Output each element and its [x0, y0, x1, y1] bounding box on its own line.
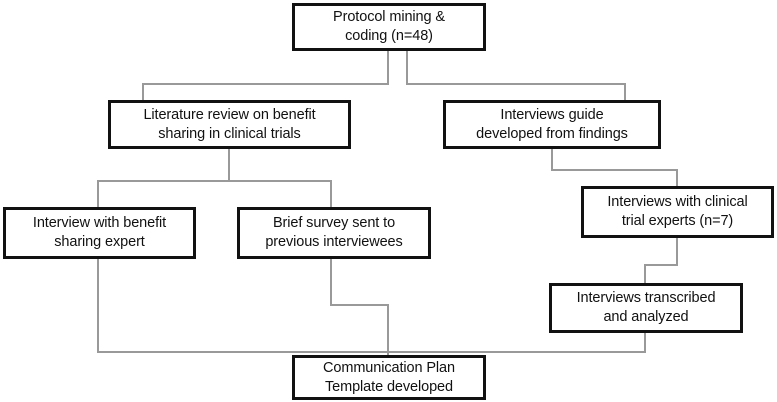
node-literature-review[interactable]: Literature review on benefit sharing in … [108, 100, 351, 149]
connector-brief-survey-to-plan [330, 259, 389, 355]
node-protocol-mining[interactable]: Protocol mining & coding (n=48) [292, 3, 486, 51]
node-interviews-guide[interactable]: Interviews guide developed from findings [443, 100, 661, 149]
node-label-brief-survey: Brief survey sent to previous interviewe… [265, 215, 403, 250]
node-interviews-transcribed[interactable]: Interviews transcribed and analyzed [549, 283, 743, 333]
node-clinical-trial-experts[interactable]: Interviews with clinical trial experts (… [581, 186, 774, 238]
connector-protocol-to-interviews-guide [406, 50, 626, 100]
connector-literature-to-brief-survey [228, 149, 332, 207]
connector-experts-to-transcribed [644, 238, 678, 283]
node-label-benefit-sharing-expert: Interview with benefit sharing expert [32, 215, 167, 250]
connector-literature-to-benefit-expert [97, 149, 230, 207]
node-label-interviews-guide: Interviews guide developed from findings [476, 106, 628, 142]
node-label-clinical-trial-experts: Interviews with clinical trial experts (… [607, 194, 748, 229]
node-label-interviews-transcribed: Interviews transcribed and analyzed [576, 290, 716, 325]
node-benefit-sharing-expert[interactable]: Interview with benefit sharing expert [3, 207, 196, 259]
node-label-protocol-mining: Protocol mining & coding (n=48) [333, 9, 445, 44]
connector-transcribed-to-plan [388, 333, 646, 353]
connector-protocol-to-literature [142, 50, 389, 100]
node-label-communication-plan: Communication Plan Template developed [323, 359, 455, 395]
node-label-literature-review: Literature review on benefit sharing in … [143, 106, 316, 142]
node-brief-survey[interactable]: Brief survey sent to previous interviewe… [237, 207, 431, 259]
node-communication-plan[interactable]: Communication Plan Template developed [292, 355, 486, 400]
connector-guide-to-clinical-experts [551, 149, 678, 186]
connector-benefit-expert-to-plan [97, 259, 388, 353]
